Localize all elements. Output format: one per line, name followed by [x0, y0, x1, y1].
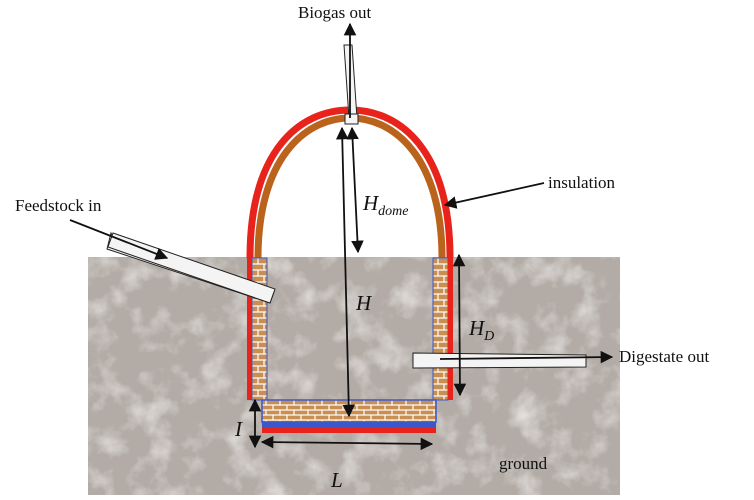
insulation-label: insulation	[548, 173, 616, 192]
digestate-pipe	[412, 352, 587, 369]
h-d-subscript: D	[484, 329, 495, 344]
ground-label: ground	[499, 454, 548, 473]
right-wall-insulation	[448, 258, 453, 400]
h-total-label: H	[356, 291, 372, 315]
h-d-dimension-arrow	[452, 253, 467, 397]
h-dome-main: H	[363, 191, 379, 215]
digestate-out-label: Digestate out	[619, 347, 710, 366]
digestate-arrow	[439, 350, 614, 364]
h-total-dimension-arrow	[335, 126, 356, 418]
feedstock-in-label: Feedstock in	[15, 196, 102, 215]
left-brick-wall	[251, 257, 268, 401]
h-d-main: H	[469, 316, 485, 340]
base-blue-layer	[262, 422, 436, 427]
left-wall-insulation	[247, 258, 252, 400]
insulation-pointer-arrow	[443, 182, 545, 209]
h-dome-label: Hdome	[363, 191, 409, 219]
right-brick-wall	[432, 257, 449, 401]
base-insulation-layer	[262, 427, 436, 433]
i-label: I	[235, 417, 242, 441]
h-dome-subscript: dome	[378, 204, 409, 219]
biogas-valve	[344, 113, 359, 125]
l-label: L	[331, 468, 343, 492]
h-dome-dimension-arrow	[346, 126, 364, 254]
dome-insulation-layer	[246, 106, 454, 259]
h-d-label: HD	[469, 316, 494, 344]
feedstock-arrow	[69, 219, 169, 260]
l-dimension-arrow	[260, 435, 434, 451]
biogas-out-label: Biogas out	[298, 3, 372, 22]
